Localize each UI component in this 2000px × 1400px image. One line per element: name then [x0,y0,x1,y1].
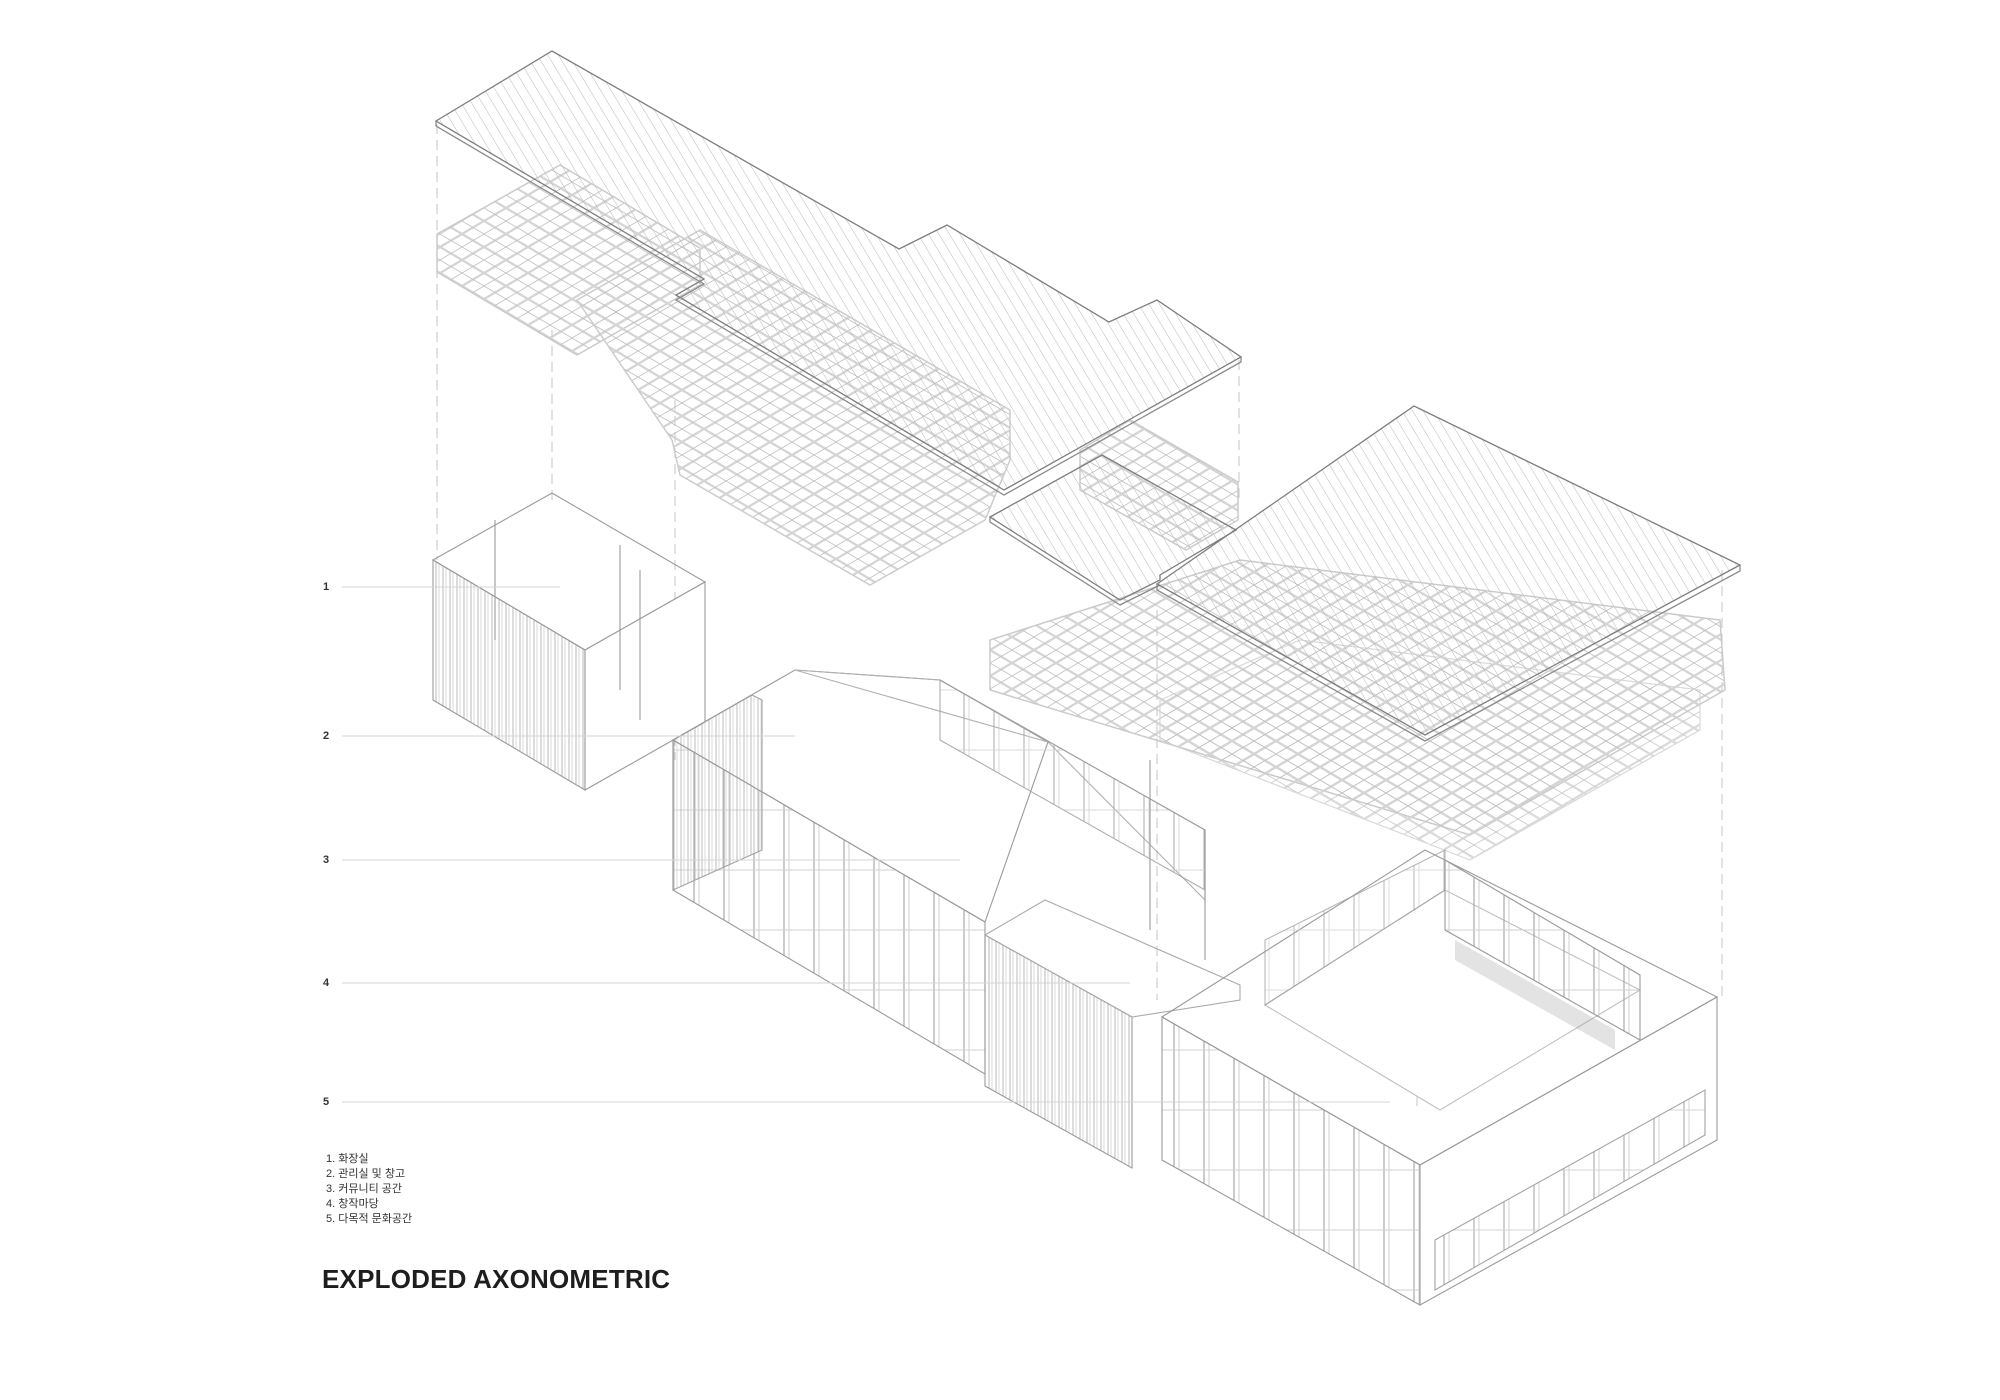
block-yard-slat-wall [984,934,1133,1169]
level-marker-4: 4 [323,977,330,989]
roof-main [434,50,1243,491]
drawing-title: EXPLODED AXONOMETRIC [322,1264,671,1294]
space-legend: 1. 화장실 2. 관리실 및 창고 3. 커뮤니티 공간 4. 창작마당 5.… [326,1152,412,1227]
level-marker-3: 3 [323,854,330,866]
level-marker-5: 5 [323,1096,330,1108]
block-restroom-left-face [432,559,586,791]
legend-item-management-storage: 2. 관리실 및 창고 [326,1168,406,1180]
level-leader-lines [342,586,1390,1103]
level-marker-1: 1 [323,581,330,593]
legend-item-creative-yard: 4. 창작마당 [326,1198,379,1210]
roof-connector [988,454,1238,601]
level-marker-2: 2 [323,730,330,742]
legend-item-community-space: 3. 커뮤니티 공간 [326,1183,403,1195]
block-hall-inner-facade [1444,859,1641,1041]
walls-and-facades [431,492,1719,1306]
block-hall-window-band [1434,1089,1706,1291]
roof-panels [434,50,1742,742]
legend-item-multipurpose-space: 5. 다목적 문화공간 [326,1213,413,1225]
legend-item-restroom: 1. 화장실 [326,1153,369,1165]
